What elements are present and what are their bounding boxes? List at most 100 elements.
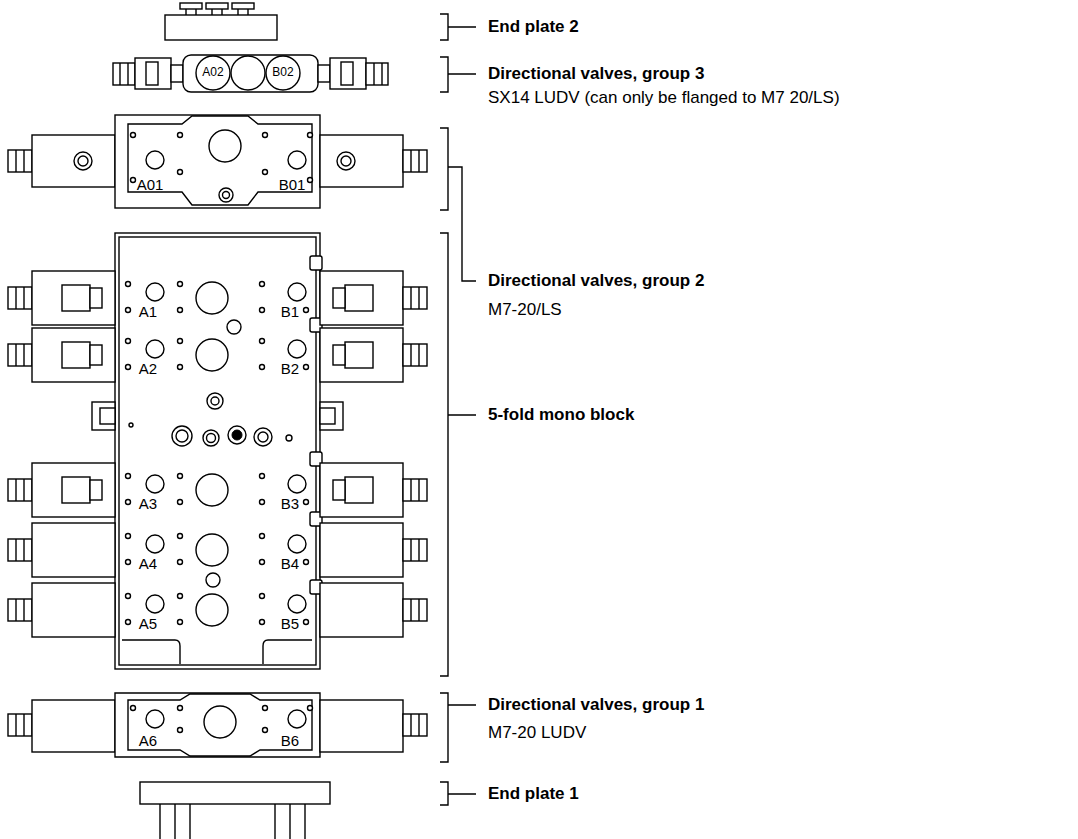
mono-section — [15, 479, 16, 501]
mono-section — [288, 283, 306, 301]
m7-ludv-valve — [115, 693, 320, 757]
port-label: A02 — [202, 66, 223, 80]
mono-section — [288, 475, 306, 493]
port-label: B6 — [281, 732, 299, 749]
m7-ls-valve — [223, 192, 230, 199]
m7-ls-valve — [78, 156, 88, 166]
m7-ls-valve — [219, 188, 233, 202]
mono-section — [62, 477, 90, 503]
end-plate — [232, 3, 254, 9]
mono-block — [232, 430, 242, 440]
mono-section — [23, 599, 24, 621]
mono-block — [115, 233, 320, 669]
type-label: M7-20 LUDV — [488, 723, 586, 743]
mono-section — [126, 474, 131, 479]
end-plate — [159, 804, 160, 839]
mono-section — [320, 271, 403, 325]
m7-ludv-valve — [146, 710, 164, 728]
m7-ludv-valve — [263, 728, 268, 733]
m7-ls-valve — [308, 178, 313, 183]
m7-ls-valve — [15, 150, 16, 172]
end-plate — [304, 804, 305, 839]
m7-ls-valve — [128, 116, 312, 205]
m7-ls-valve — [23, 150, 24, 172]
mono-section — [260, 308, 265, 313]
mono-section — [32, 271, 115, 325]
sx14-valve — [127, 63, 128, 85]
mono-section — [8, 344, 32, 366]
m7-ls-valve — [8, 150, 32, 172]
mono-section — [333, 480, 345, 500]
mono-section — [15, 344, 16, 366]
m7-ls-valve — [146, 151, 164, 169]
m7-ludv-valve — [15, 714, 16, 736]
mono-section — [403, 344, 427, 366]
mono-block — [320, 402, 343, 430]
port-label: A4 — [139, 555, 157, 572]
type-label: M7-20/LS — [488, 300, 562, 320]
bracket — [440, 233, 476, 676]
m7-ludv-valve — [178, 728, 183, 733]
m7-ls-valve — [337, 152, 355, 170]
port-label: B2 — [281, 360, 299, 377]
part-label: End plate 1 — [488, 784, 579, 804]
sx14-valve — [366, 63, 388, 85]
mono-section — [178, 474, 183, 479]
m7-ls-valve — [32, 135, 115, 187]
m7-ludv-valve — [128, 694, 312, 756]
mono-section — [23, 344, 24, 366]
mono-section — [196, 534, 228, 566]
mono-section — [410, 539, 411, 561]
port-label: B01 — [279, 176, 306, 193]
mono-section — [23, 479, 24, 501]
mono-section — [196, 282, 228, 314]
m7-ludv-valve — [403, 714, 427, 736]
mono-section — [126, 282, 131, 287]
m7-ls-valve — [263, 133, 268, 138]
m7-ludv-valve — [32, 700, 115, 752]
mono-section — [304, 560, 309, 565]
end-plate — [206, 3, 228, 9]
m7-ludv-valve — [263, 706, 268, 711]
mono-section — [32, 328, 115, 382]
sx14-valve — [171, 65, 183, 82]
mono-block — [92, 233, 343, 669]
end-plate — [140, 782, 330, 804]
mono-section — [8, 539, 32, 561]
m7-ludv-valve — [320, 700, 403, 752]
mono-section — [304, 365, 309, 370]
mono-section — [333, 288, 345, 308]
mono-section — [32, 463, 115, 517]
mono-block — [207, 434, 216, 443]
mono-section — [260, 365, 265, 370]
port-label: A3 — [139, 495, 157, 512]
mono-block — [100, 408, 115, 424]
end-plate — [174, 804, 175, 839]
mono-section — [126, 560, 131, 565]
mono-block — [203, 430, 219, 446]
mono-section — [320, 523, 403, 577]
part-label: Directional valves, group 3 — [488, 64, 704, 84]
sx14-valve — [196, 56, 230, 90]
mono-section — [418, 344, 419, 366]
sx14-valve — [113, 55, 388, 92]
m7-ls-valve — [418, 150, 419, 172]
end-plate — [289, 804, 290, 839]
part-label: End plate 2 — [488, 17, 579, 37]
mono-section — [260, 474, 265, 479]
mono-section — [260, 500, 265, 505]
bracket — [440, 128, 476, 281]
end-plate — [140, 782, 330, 839]
port-label: B02 — [272, 66, 293, 80]
mono-section — [418, 539, 419, 561]
mono-block — [227, 320, 241, 334]
mono-section — [196, 339, 228, 371]
port-label: B5 — [281, 615, 299, 632]
mono-section — [146, 535, 164, 553]
mono-section — [146, 283, 164, 301]
sx14-valve — [183, 55, 318, 92]
mono-block — [129, 423, 133, 427]
mono-section — [23, 287, 24, 309]
sx14-valve — [119, 63, 120, 85]
mono-section — [418, 479, 419, 501]
